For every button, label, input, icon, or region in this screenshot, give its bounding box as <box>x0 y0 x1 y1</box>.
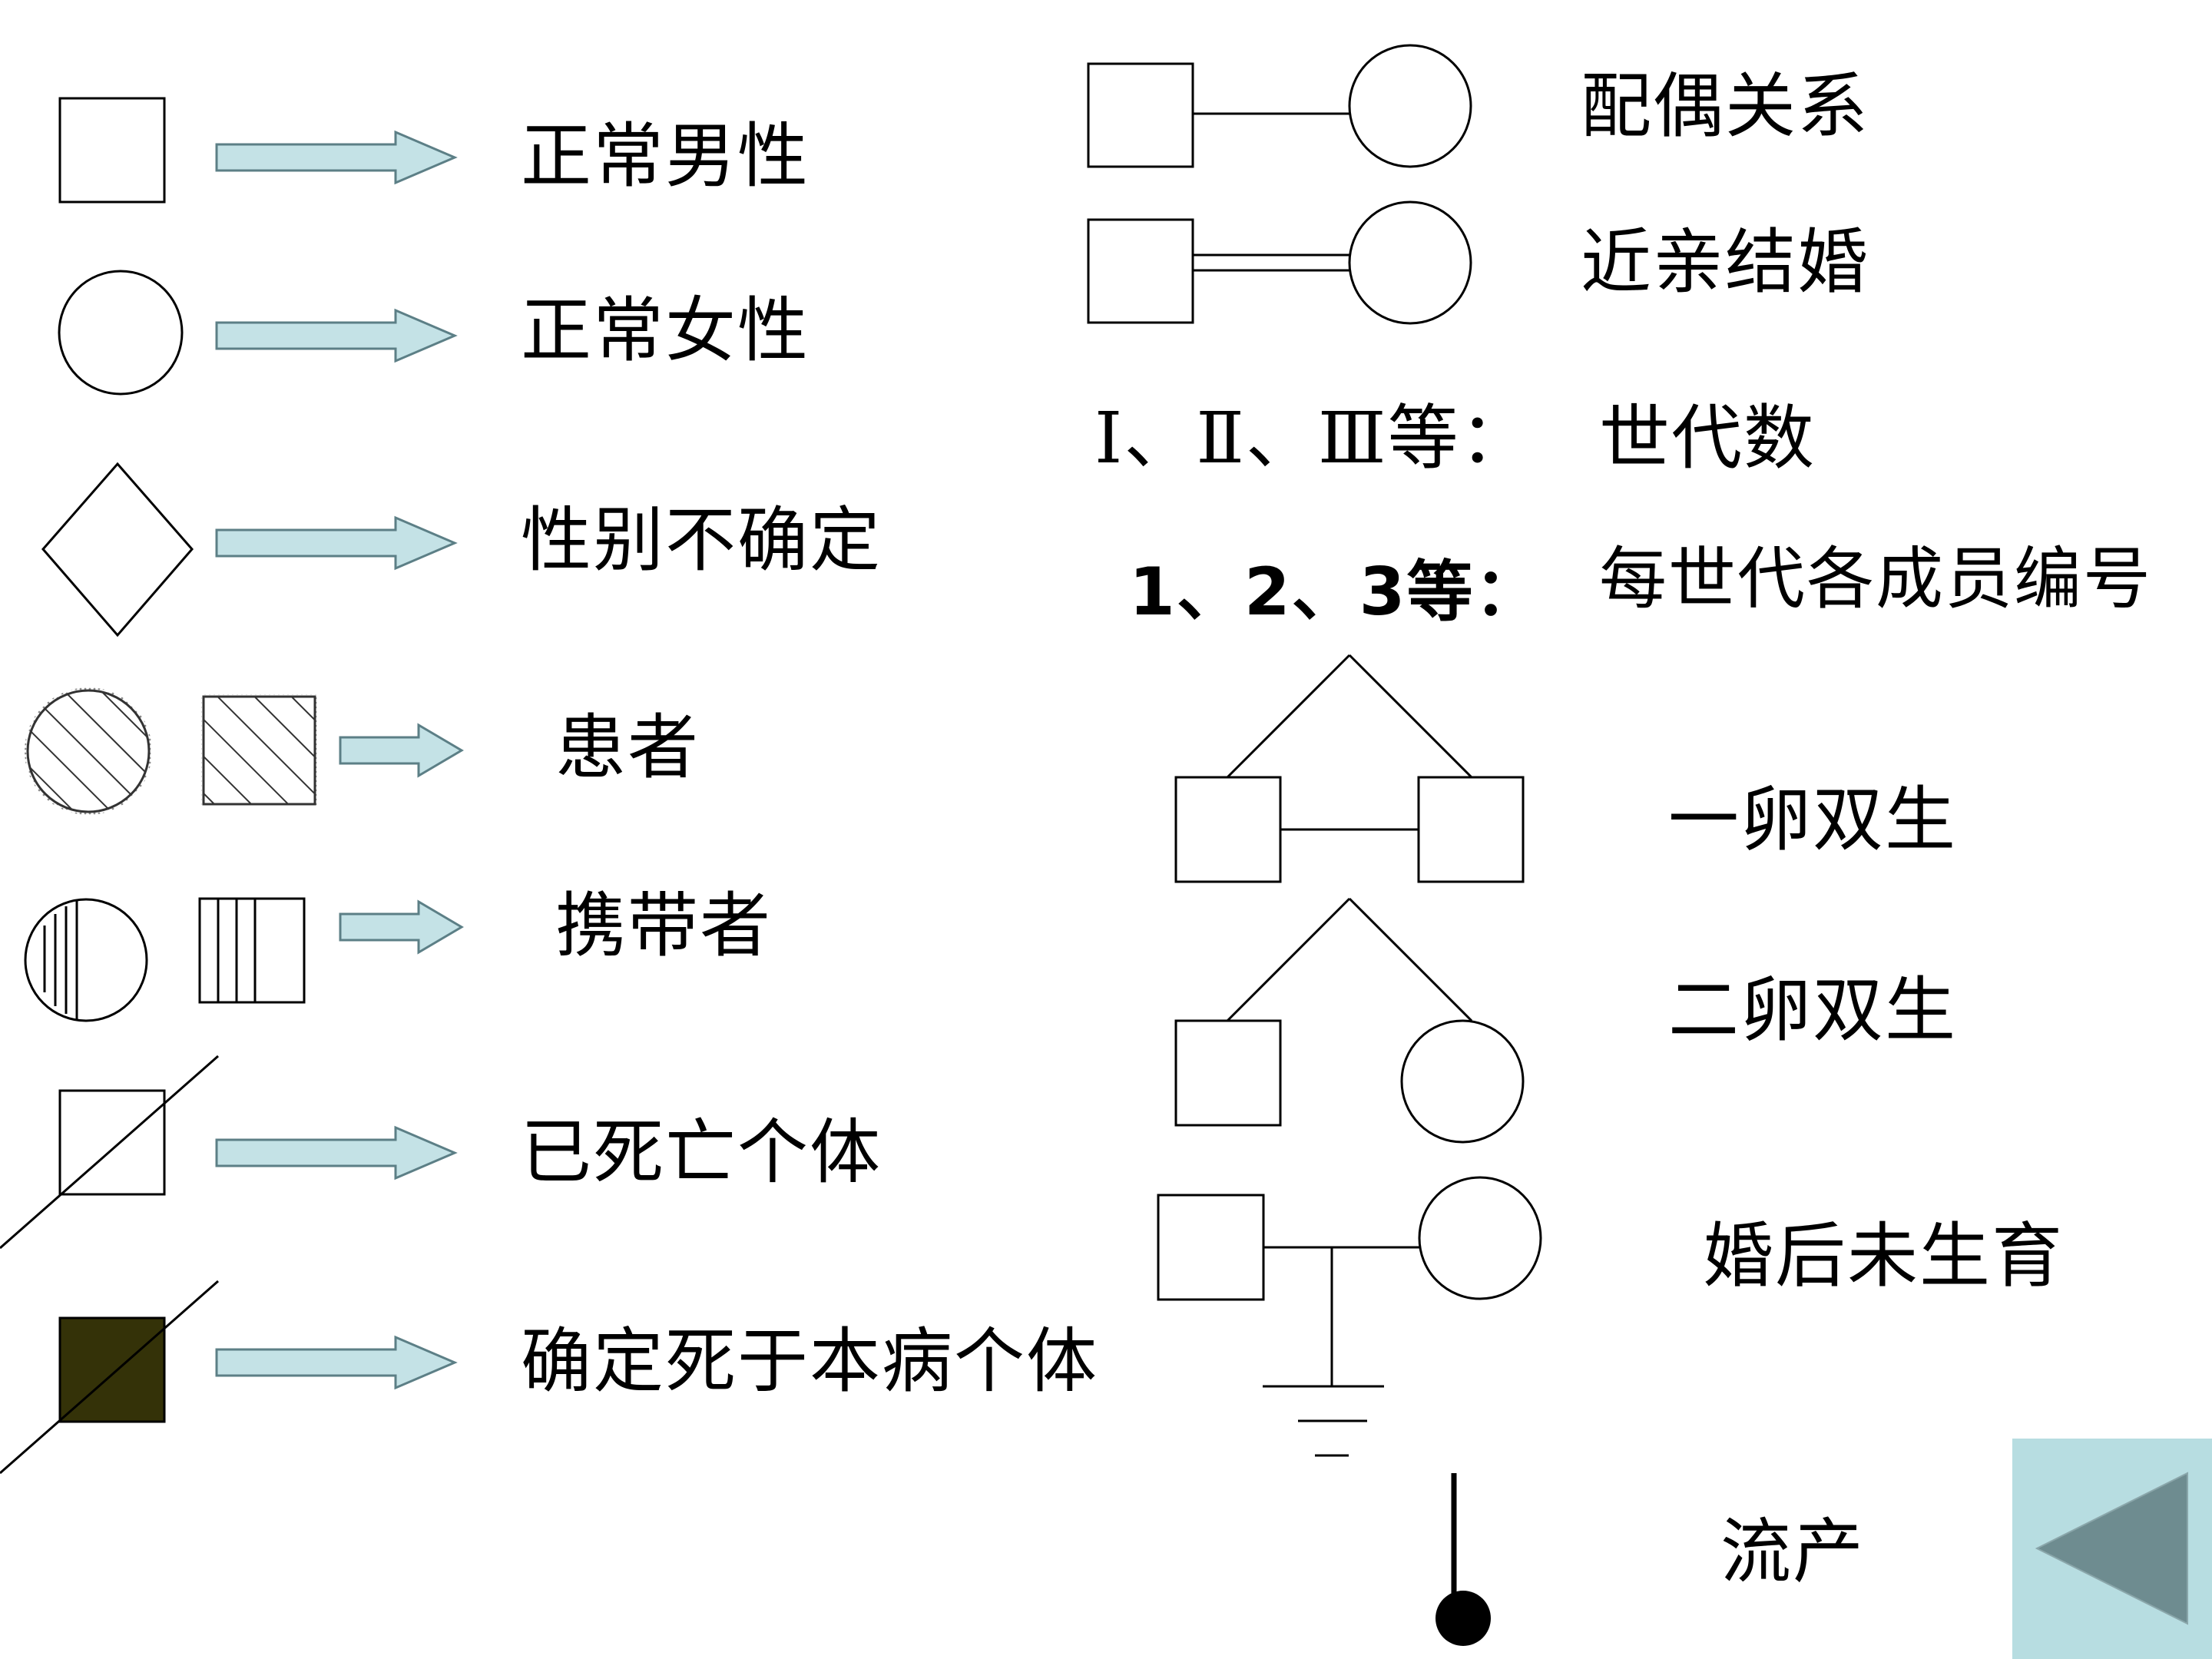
childless-marriage-icon <box>1157 1176 1542 1457</box>
normal-female-circle-icon <box>58 270 184 396</box>
affected-circle-icon <box>25 687 152 815</box>
deceased-square-icon <box>0 1055 219 1250</box>
back-button[interactable] <box>2012 1439 2212 1659</box>
label-normal-female: 正常女性 <box>521 290 810 372</box>
arrow-icon <box>215 515 458 571</box>
identical-twins-icon <box>1174 654 1525 883</box>
arrow-icon <box>215 1125 458 1181</box>
arrow-icons <box>215 130 464 1390</box>
affected-square-icon <box>201 694 317 806</box>
label-members-prefix: 1、2、3等： <box>1129 554 1542 631</box>
fraternal-twins-icon <box>1174 897 1525 1144</box>
arrow-icon <box>215 308 458 363</box>
label-identical-twins: 一卵双生 <box>1668 779 1958 861</box>
arrow-icon <box>215 1335 458 1390</box>
consanguineous-marriage-icon <box>1087 200 1472 325</box>
label-spouse: 配偶关系 <box>1581 65 1870 147</box>
label-consanguineous: 近亲结婚 <box>1581 221 1870 303</box>
label-fraternal-twins: 二卵双生 <box>1668 969 1958 1051</box>
label-miscarriage: 流产 <box>1720 1511 1866 1593</box>
label-unknown-sex: 性别不确定 <box>521 499 882 581</box>
died-of-disease-square-icon <box>0 1280 219 1475</box>
label-generations-prefix: Ⅰ、Ⅱ、Ⅲ等： <box>1094 397 1532 479</box>
unknown-sex-diamond-icon <box>41 462 194 637</box>
label-carrier: 携带者 <box>555 885 773 967</box>
carrier-circle-icon <box>24 898 148 1022</box>
normal-male-square-icon <box>58 97 166 204</box>
miscarriage-icon <box>1435 1473 1491 1646</box>
label-affected: 患者 <box>555 707 700 789</box>
spouse-relation-icon <box>1087 44 1472 168</box>
label-normal-male: 正常男性 <box>521 115 810 197</box>
label-died-of-disease: 确定死于本病个体 <box>521 1320 1099 1402</box>
label-childless: 婚后未生育 <box>1703 1215 2065 1297</box>
arrow-icon <box>339 723 464 778</box>
arrow-icon <box>339 899 464 955</box>
label-generations-desc: 世代数 <box>1599 397 1816 479</box>
arrow-icon <box>215 130 458 185</box>
carrier-square-icon <box>198 897 306 1004</box>
back-triangle-icon <box>2035 1472 2188 1625</box>
label-members-desc: 每世代各成员编号 <box>1599 539 2153 618</box>
label-deceased: 已死亡个体 <box>521 1111 882 1194</box>
